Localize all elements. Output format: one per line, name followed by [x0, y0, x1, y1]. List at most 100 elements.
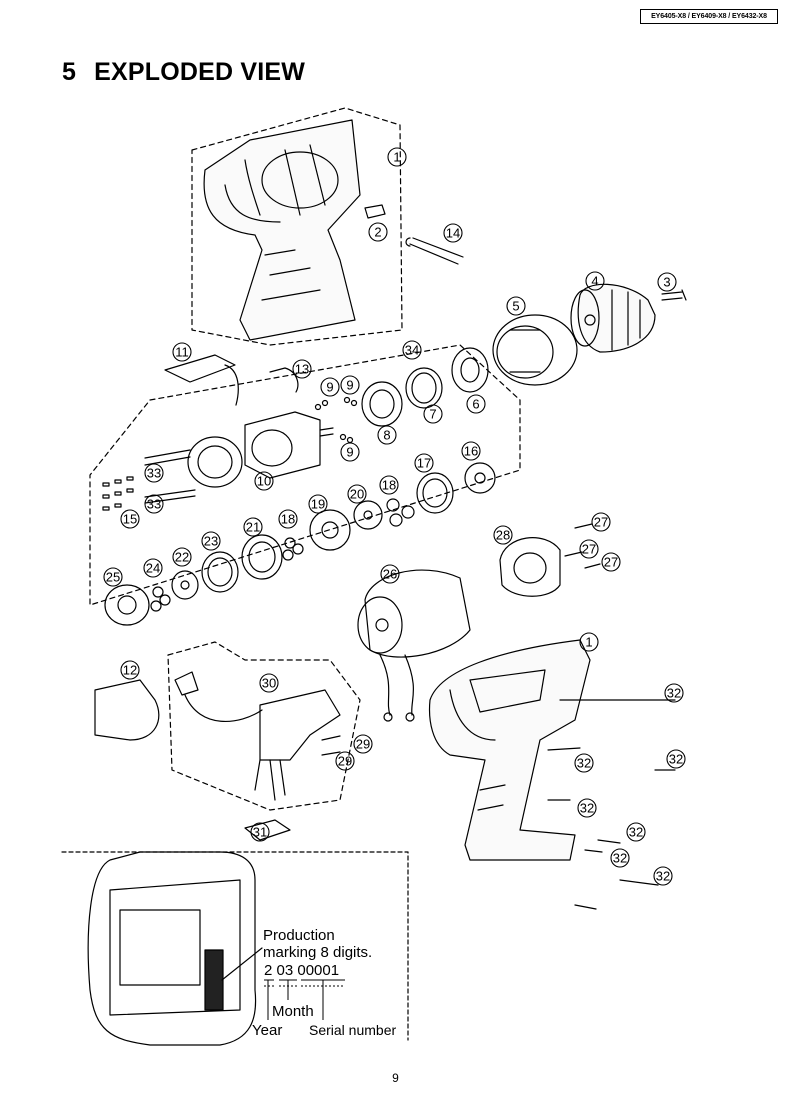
part-callout-28: 28	[496, 528, 510, 543]
callout-circle	[340, 375, 360, 395]
part-callout-29: 29	[338, 754, 352, 769]
callout-circle	[664, 683, 684, 703]
callout-circle	[577, 798, 597, 818]
part-callout-1: 1	[585, 635, 592, 650]
callout-circle	[493, 525, 513, 545]
chuck-assembly	[570, 283, 656, 353]
part-callout-4: 4	[591, 274, 598, 289]
callout-circle	[657, 272, 677, 292]
section-number: 5	[62, 58, 77, 86]
callout-circle	[201, 531, 221, 551]
callout-circle	[653, 866, 673, 886]
part-callout-21: 21	[246, 520, 260, 535]
motor	[357, 569, 471, 722]
part-callout-23: 23	[204, 534, 218, 549]
model-number-box: EY6405-X8 / EY6409-X8 / EY6432-X8	[640, 9, 778, 24]
page-title: 5 EXPLODED VIEW	[62, 58, 305, 87]
clip-part	[364, 204, 386, 219]
month-label: Month	[272, 1003, 314, 1020]
carrier-22	[171, 570, 199, 600]
part-callout-32: 32	[580, 801, 594, 816]
code-year: 2	[264, 962, 273, 979]
part-callout-33: 33	[147, 466, 161, 481]
battery-cover	[94, 679, 160, 741]
callout-circle	[250, 822, 270, 842]
callout-circle	[103, 567, 123, 587]
part-callout-19: 19	[311, 497, 325, 512]
callout-circle	[144, 463, 164, 483]
part-callout-8: 8	[383, 428, 390, 443]
page-number: 9	[392, 1071, 399, 1085]
year-label: Year	[252, 1022, 283, 1039]
part-callout-15: 15	[123, 512, 137, 527]
callout-circle	[387, 147, 407, 167]
part-callout-11: 11	[175, 345, 189, 360]
production-note-title: Production marking 8 digits.	[263, 927, 372, 961]
part-callout-20: 20	[350, 487, 364, 502]
callout-circle	[626, 822, 646, 842]
washer-25	[104, 584, 150, 626]
callout-circle	[443, 223, 463, 243]
callout-circle	[259, 673, 279, 693]
part-callout-29: 29	[356, 737, 370, 752]
callout-circle	[143, 558, 163, 578]
housing-group-outline	[191, 107, 403, 346]
part-callout-13: 13	[295, 362, 309, 377]
ring-6	[451, 347, 489, 393]
section-title: EXPLODED VIEW	[94, 58, 306, 86]
gearbox-group-outline	[89, 344, 521, 606]
part-callout-12: 12	[123, 663, 137, 678]
callout-circle	[340, 442, 360, 462]
part-callout-18: 18	[281, 512, 295, 527]
part-callout-2: 2	[374, 225, 381, 240]
part-callout-26: 26	[383, 567, 397, 582]
callout-circle	[461, 441, 481, 461]
part-callout-14: 14	[446, 226, 460, 241]
production-code: 2 03 00001	[264, 962, 339, 979]
part-callout-27: 27	[604, 555, 618, 570]
housing-half-right	[428, 639, 591, 861]
part-callout-34: 34	[405, 343, 419, 358]
part-callout-9: 9	[346, 378, 353, 393]
callout-circle	[144, 494, 164, 514]
part-callout-31: 31	[253, 825, 267, 840]
callout-circle	[292, 359, 312, 379]
part-callout-32: 32	[629, 825, 643, 840]
code-month: 03	[276, 962, 294, 979]
production-note-line2: marking 8 digits.	[263, 944, 373, 961]
part-callout-32: 32	[667, 686, 681, 701]
ring-23	[201, 551, 239, 593]
ring-housing	[187, 436, 243, 488]
part-callout-27: 27	[582, 542, 596, 557]
callout-circle	[423, 404, 443, 424]
part-callout-5: 5	[512, 299, 519, 314]
callout-circle	[172, 342, 192, 362]
motor-plate	[499, 537, 561, 597]
callout-circle	[243, 517, 263, 537]
small-parts-15	[102, 476, 134, 511]
callout-circle	[601, 552, 621, 572]
housing-half-left	[203, 119, 361, 341]
part-callout-32: 32	[613, 851, 627, 866]
switch-assembly	[174, 671, 341, 801]
chuck-screw	[661, 289, 687, 301]
callout-circle	[466, 394, 486, 414]
callout-circle	[591, 512, 611, 532]
ring-gear-21	[241, 534, 283, 580]
callout-circle	[666, 749, 686, 769]
callout-circle	[120, 509, 140, 529]
part-callout-27: 27	[594, 515, 608, 530]
part-callout-9: 9	[326, 380, 333, 395]
production-note-line1: Production	[263, 927, 335, 944]
pin-part	[405, 237, 464, 265]
part-callout-16: 16	[464, 444, 478, 459]
callout-circle	[380, 564, 400, 584]
part-callout-10: 10	[257, 474, 271, 489]
part-callout-17: 17	[417, 456, 431, 471]
battery-end-view	[87, 851, 263, 1046]
callout-circle	[120, 660, 140, 680]
callout-circle	[574, 753, 594, 773]
part-callout-22: 22	[175, 550, 189, 565]
part-callout-24: 24	[146, 561, 160, 576]
part-callout-3: 3	[663, 275, 670, 290]
